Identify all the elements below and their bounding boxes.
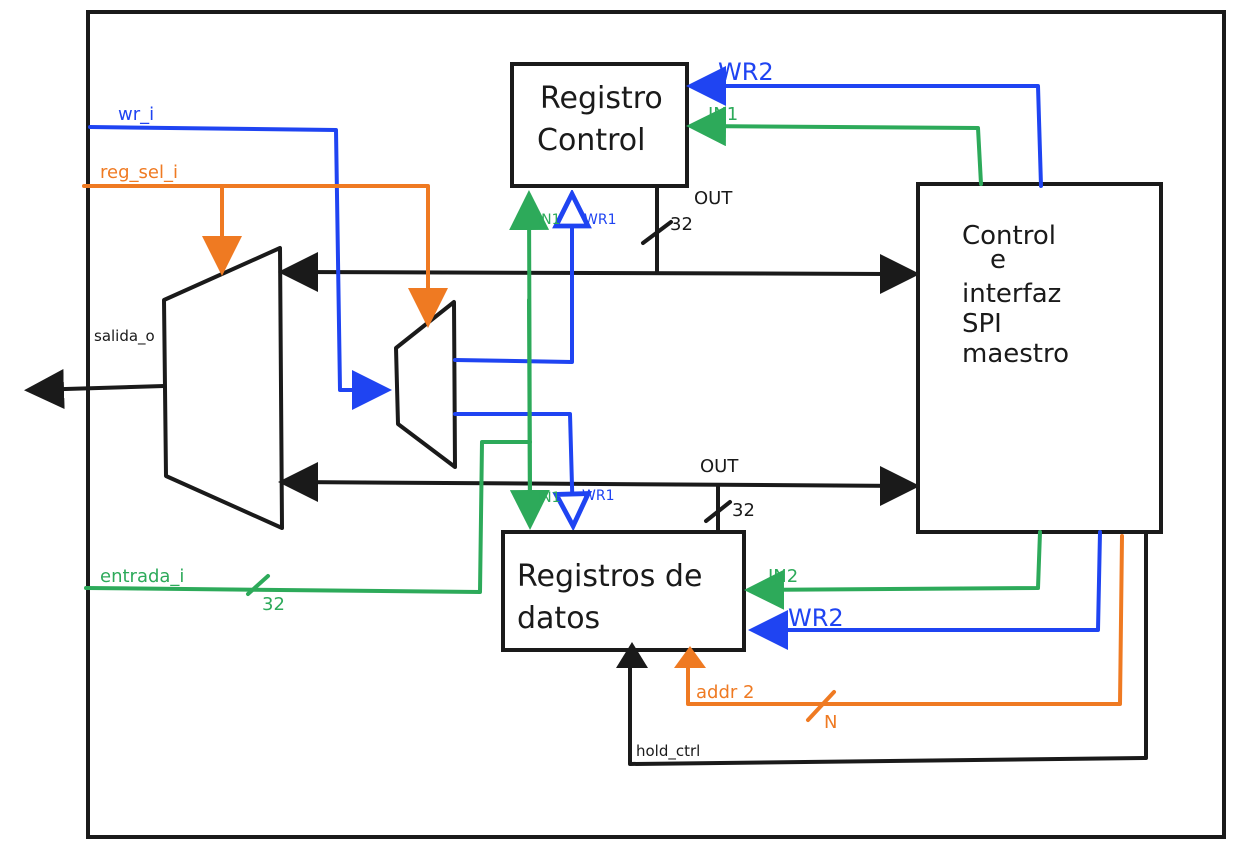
output-mux <box>162 246 284 530</box>
label-in2: IN2 <box>768 566 798 587</box>
spi-master-label-1: Control <box>962 221 1056 251</box>
control-register-label-2: Control <box>537 123 645 158</box>
control-register-block: Registro Control <box>510 62 689 188</box>
data-registers-block: Registros de datos <box>501 530 746 652</box>
spi-master-label-5: maestro <box>962 339 1069 369</box>
control-out-width-tick <box>641 220 673 245</box>
label-wr2-bottom: WR2 <box>788 604 844 632</box>
wr-i-line <box>88 125 392 410</box>
label-wr1-ctrl: WR1 <box>584 212 616 228</box>
entrada-width-tick <box>246 574 270 596</box>
spi-master-label-2: e <box>990 245 1006 275</box>
spi-master-block: Control e interfaz SPI maestro <box>916 182 1163 534</box>
data-registers-label-2: datos <box>517 601 600 636</box>
salida-output-arrow <box>24 369 166 410</box>
in1-top-line <box>686 106 983 186</box>
label-wr2-top: WR2 <box>718 58 774 86</box>
addr2-line <box>686 534 1124 706</box>
wr2-top-line <box>686 66 1043 188</box>
label-in1-data: IN1 <box>537 490 561 506</box>
addr-width-tick <box>806 690 836 722</box>
label-in1-ctrl: IN1 <box>537 212 561 228</box>
control-register-label-1: Registro <box>540 81 663 116</box>
entrada-i-line <box>84 440 532 594</box>
in1-to-data-line <box>509 298 550 530</box>
label-wr1-data: WR1 <box>582 488 614 504</box>
label-reg-sel-i: reg_sel_i <box>100 162 178 183</box>
addr2-arrowhead <box>674 646 706 668</box>
label-out-bottom: OUT <box>700 456 739 477</box>
outer-frame <box>86 10 1226 839</box>
label-wr-i: wr_i <box>118 104 154 125</box>
data-registers-label-1: Registros de <box>517 559 702 594</box>
in2-line <box>744 530 1042 610</box>
spi-master-label-4: SPI <box>962 309 1002 339</box>
demux-to-wr1-control <box>453 198 572 364</box>
hold-ctrl-line <box>628 530 1148 766</box>
data-out-width-tick <box>704 500 732 523</box>
spi-master-label-3: interfaz <box>962 279 1061 309</box>
label-out-top: OUT <box>694 188 733 209</box>
label-in1-top: IN1 <box>708 104 738 125</box>
label-salida-o: salida_o <box>94 327 155 346</box>
label-width-bottom: 32 <box>732 500 755 521</box>
hold-ctrl-arrowhead <box>616 642 648 668</box>
label-addr2: addr 2 <box>696 682 754 703</box>
label-entrada-i: entrada_i <box>100 566 184 587</box>
label-hold-ctrl: hold_ctrl <box>636 742 700 761</box>
write-demux <box>394 300 457 469</box>
lower-bus-line <box>288 480 910 488</box>
label-addr-width: N <box>824 712 837 733</box>
demux-to-wr1-data <box>453 412 573 522</box>
label-width-top: 32 <box>670 214 693 235</box>
reg-sel-i-line <box>82 184 448 328</box>
label-entrada-width: 32 <box>262 594 285 615</box>
wr2-bottom-line <box>748 530 1102 650</box>
upper-bus-line <box>288 270 910 276</box>
